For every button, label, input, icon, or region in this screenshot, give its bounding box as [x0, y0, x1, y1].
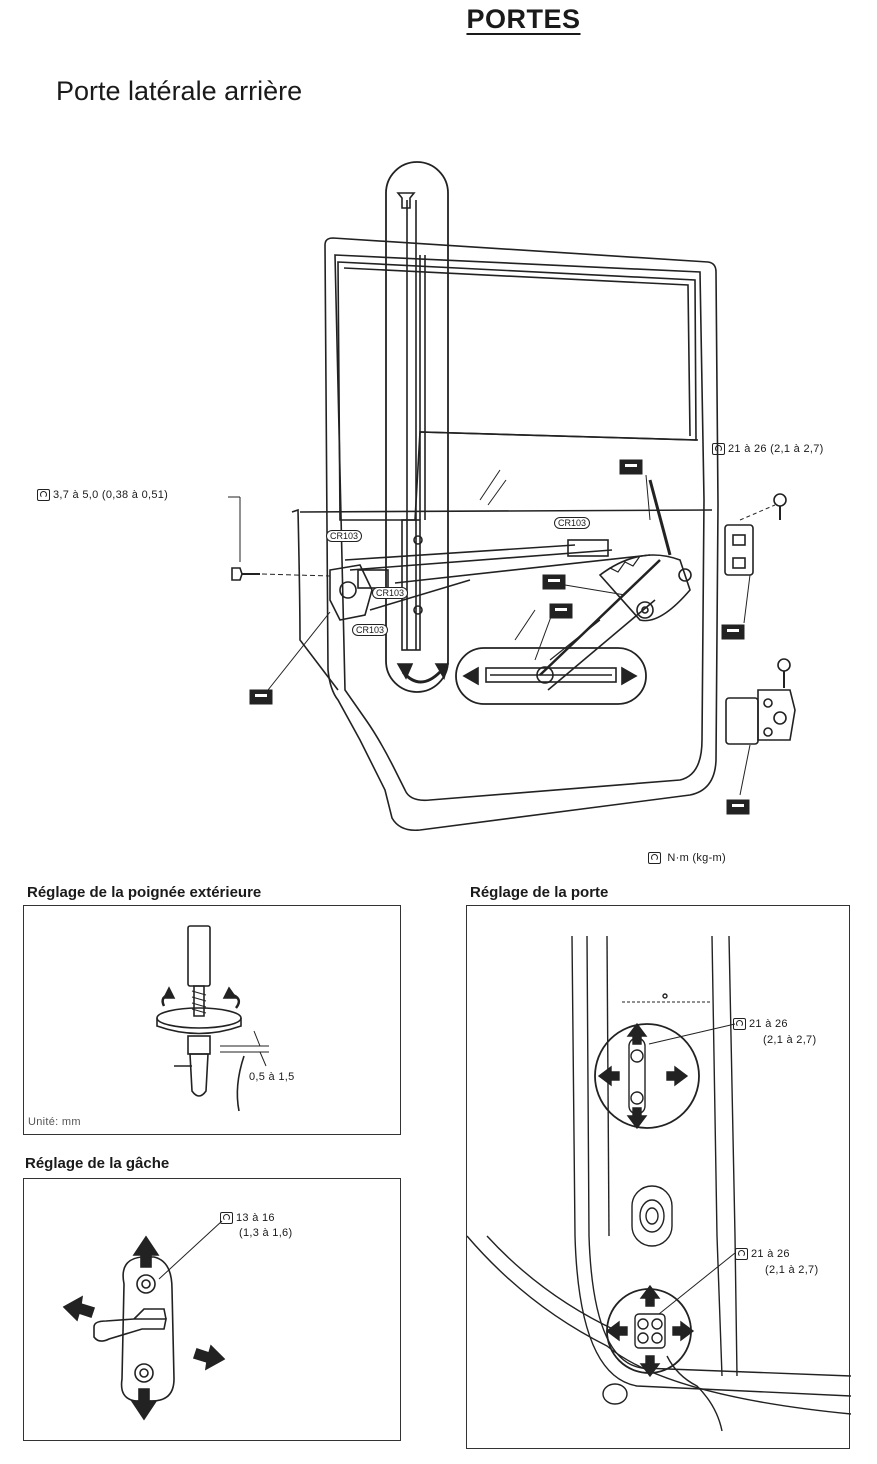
door-outer-panel [324, 237, 719, 832]
cr-label: CR103 [554, 517, 591, 529]
torque-spec-right: 21 à 26 (2,1 à 2,7) [712, 443, 824, 456]
grease-point-icon [549, 603, 573, 619]
grease-point-icon [249, 689, 273, 705]
lock-assembly [329, 564, 373, 621]
right-arrow-icon [666, 1065, 689, 1087]
down-arrow-icon [626, 1107, 648, 1130]
cr-label: CR103 [352, 624, 389, 636]
torque-wrench-icon [37, 489, 50, 502]
section-title: Porte latérale arrière [56, 76, 303, 106]
torque-wrench-icon [712, 443, 725, 456]
up-arrow-icon [132, 1235, 160, 1268]
handle-panel-title: Réglage de la poignée extérieure [27, 884, 262, 901]
torque-wrench-icon [220, 1212, 233, 1225]
grease-point-icon [619, 459, 643, 475]
down-arrow-icon [130, 1388, 158, 1421]
grease-point-icon [542, 574, 566, 590]
door-lower-torque-spec: 21 à 26 (2,1 à 2,7) [735, 1246, 818, 1278]
guide-rail-callout [385, 161, 449, 693]
left-arrow-icon [597, 1065, 620, 1087]
lower-hinge [725, 697, 759, 745]
door-adjust-drawing [467, 935, 851, 1432]
up-arrow-icon [626, 1022, 648, 1045]
upper-hinge [724, 524, 754, 576]
door-inner-panel [334, 254, 705, 802]
handle-unit-label: Unité: mm [28, 1116, 81, 1128]
right-arrow-icon [621, 666, 638, 686]
lower-channel-callout [455, 647, 647, 705]
up-arrow-icon [639, 1284, 661, 1307]
handle-gap-label: 0,5 à 1,5 [249, 1071, 295, 1083]
door-adjust-panel: 21 à 26 (2,1 à 2,7) 21 à 26 (2,1 à 2,7) [466, 905, 851, 1449]
grease-point-icon [721, 624, 745, 640]
screw-icon [396, 192, 416, 209]
down-arrow-icon [639, 1355, 661, 1378]
striker-torque-spec: 13 à 16 (1,3 à 1,6) [220, 1211, 292, 1241]
door-upper-torque-spec: 21 à 26 (2,1 à 2,7) [733, 1016, 816, 1048]
left-arrow-icon [462, 666, 479, 686]
door-exploded-diagram [228, 161, 796, 832]
page-title: PORTES [466, 4, 581, 34]
striker-panel-title: Réglage de la gâche [25, 1155, 170, 1172]
torque-wrench-icon [735, 1248, 748, 1261]
cr-label: CR103 [326, 530, 363, 542]
door-panel-title: Réglage de la porte [470, 884, 609, 901]
unit-legend: N·m (kg-m) [648, 852, 726, 865]
window-glass [337, 261, 697, 521]
left-arrow-icon [605, 1320, 628, 1342]
torque-wrench-icon [733, 1018, 746, 1031]
handle-adjust-panel: 0,5 à 1,5 Unité: mm [23, 905, 401, 1135]
bolt-icon [231, 567, 243, 581]
left-arrow-icon [62, 1295, 96, 1322]
right-arrow-icon [192, 1344, 226, 1371]
torque-spec-left: 3,7 à 5,0 (0,38 à 0,51) [37, 489, 168, 502]
torque-wrench-icon [648, 852, 661, 865]
right-arrow-icon [672, 1320, 695, 1342]
grease-point-icon [726, 799, 750, 815]
cr-label: CR103 [372, 587, 409, 599]
striker-adjust-drawing [62, 1220, 226, 1421]
handle-adjust-drawing [156, 925, 269, 1112]
striker-adjust-panel: 13 à 16 (1,3 à 1,6) [23, 1178, 401, 1441]
